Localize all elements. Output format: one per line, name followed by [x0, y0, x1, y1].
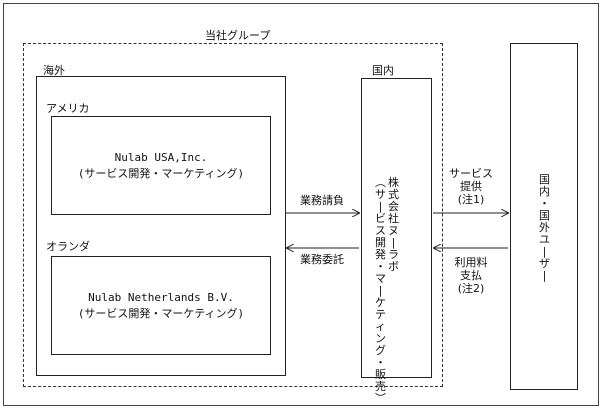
domestic-label: 国内: [372, 64, 394, 77]
nulab-netherlands-role: (サービス開発・マーケティング): [77, 306, 245, 320]
fee-note: (注2): [457, 282, 485, 295]
nulab-jp-role: ︵サ|ビス開発・マ|ケティング・販売︶: [375, 176, 386, 405]
nulab-usa-role: (サービス開発・マーケティング): [77, 166, 245, 180]
overseas-label: 海外: [43, 64, 65, 77]
nulab-netherlands-name: Nulab Netherlands B.V.: [88, 290, 234, 304]
domestic-vertical-text: 株式会社ヌ|ラボ ︵サ|ビス開発・マ|ケティング・販売︶: [375, 177, 399, 405]
users-box: 国内・国外ユ|ザ|: [510, 43, 578, 390]
fee-label: 利用料 支払 (注2): [446, 256, 496, 295]
nulab-usa-box: Nulab USA,Inc. (サービス開発・マーケティング): [51, 116, 271, 215]
service-label-line1: サービス: [449, 167, 493, 180]
outer-frame: [3, 3, 599, 406]
service-note: (注1): [457, 193, 485, 206]
nulab-netherlands-box: Nulab Netherlands B.V. (サービス開発・マーケティング): [51, 256, 271, 355]
group-label: 当社グループ: [205, 29, 271, 42]
users-vertical-text: 国内・国外ユ|ザ|: [539, 174, 550, 282]
nulab-usa-name: Nulab USA,Inc.: [114, 150, 208, 164]
outsourcing-label: 業務委託: [300, 253, 344, 266]
america-label: アメリカ: [46, 102, 90, 115]
users-label: 国内・国外ユ|ザ|: [539, 173, 550, 282]
nulab-jp-name: 株式会社ヌ|ラボ: [388, 176, 399, 273]
group-box: [23, 43, 443, 387]
netherlands-label: オランダ: [46, 240, 90, 253]
fee-label-line1: 利用料: [454, 256, 488, 269]
fee-label-line2: 支払: [460, 269, 482, 282]
billing-label: 業務請負: [300, 194, 344, 207]
service-label: サービス 提供 (注1): [446, 167, 496, 206]
service-label-line2: 提供: [460, 180, 482, 193]
domestic-box: 株式会社ヌ|ラボ ︵サ|ビス開発・マ|ケティング・販売︶: [361, 78, 432, 405]
